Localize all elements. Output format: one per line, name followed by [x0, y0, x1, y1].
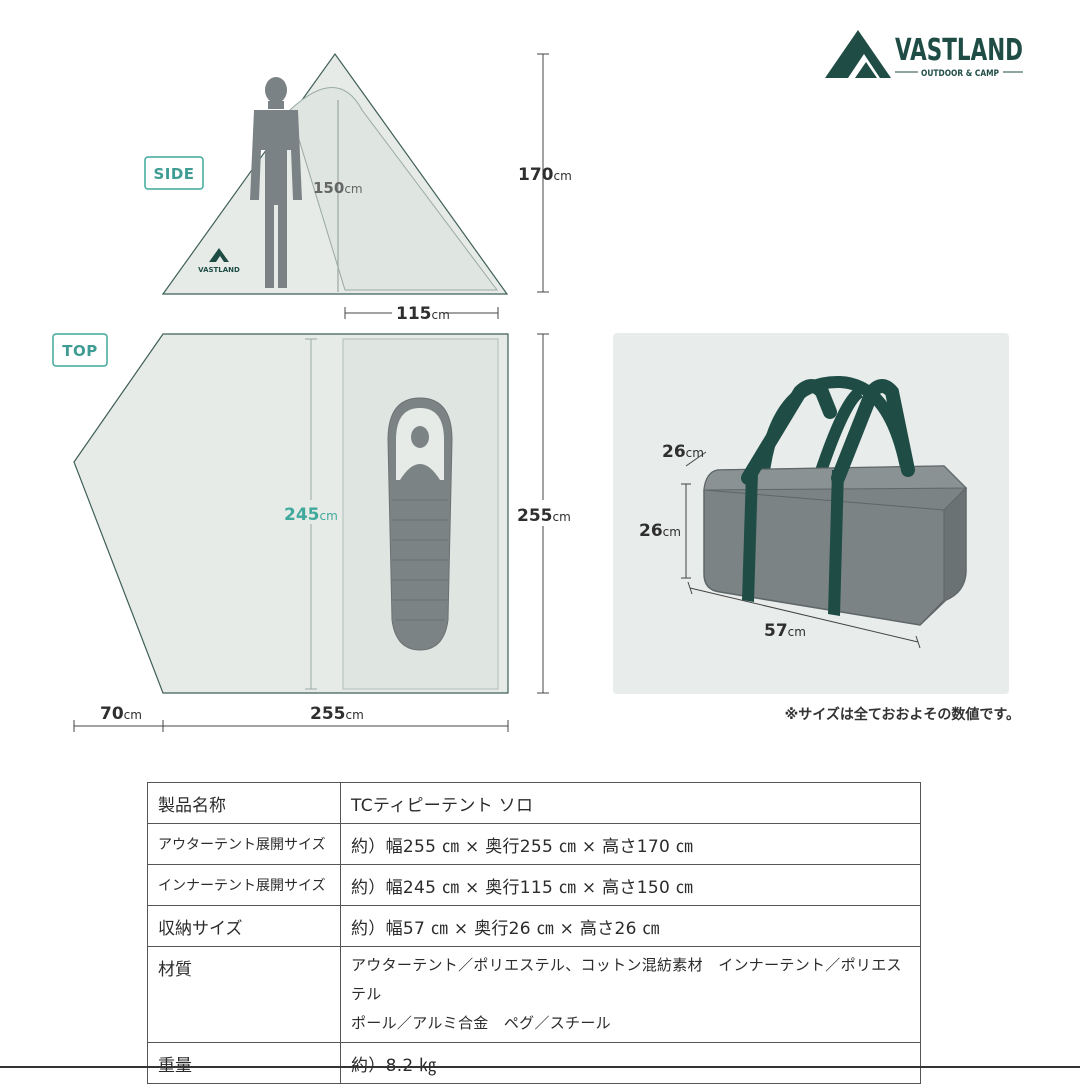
dim-person-height: 150cm — [313, 179, 363, 197]
spec-key: アウターテント展開サイズ — [147, 823, 341, 865]
dim-inner-depth: 245cm — [284, 505, 338, 525]
dim-bag-depth: 26cm — [662, 442, 704, 462]
top-tag-label: TOP — [62, 342, 97, 360]
top-view: TOP 245cm 255cm — [52, 333, 572, 732]
spec-value: 約）8.2 ㎏ — [340, 1042, 921, 1084]
brand-tagline: OUTDOOR & CAMP — [921, 69, 999, 79]
dim-side-width: 115cm — [396, 304, 450, 324]
spec-value: 約）幅245 ㎝ × 奥行115 ㎝ × 高さ150 ㎝ — [340, 864, 921, 906]
spec-table: 製品名称 TCティピーテント ソロ アウターテント展開サイズ 約）幅255 ㎝ … — [147, 782, 921, 1084]
tent-logo: VASTLAND — [198, 248, 240, 274]
vastland-logo: VASTLAND OUTDOOR & CAMP — [825, 30, 1023, 79]
logo-mountain-icon — [825, 30, 891, 78]
side-view: SIDE VASTLAND 150cm 170cm — [144, 52, 572, 324]
side-tag-label: SIDE — [153, 165, 194, 183]
table-row: 収納サイズ 約）幅57 ㎝ × 奥行26 ㎝ × 高さ26 ㎝ — [147, 905, 921, 947]
top-tag — [52, 333, 108, 367]
bottom-divider — [0, 1066, 1080, 1068]
spec-value: 約）幅255 ㎝ × 奥行255 ㎝ × 高さ170 ㎝ — [340, 823, 921, 865]
spec-value: 約）幅57 ㎝ × 奥行26 ㎝ × 高さ26 ㎝ — [340, 905, 921, 947]
table-row: 製品名称 TCティピーテント ソロ — [147, 782, 921, 824]
carry-bag-view: 26cm 26cm 57cm — [613, 333, 1009, 694]
spec-key: インナーテント展開サイズ — [147, 864, 341, 906]
dim-vestibule: 70cm — [100, 704, 142, 724]
table-row: インナーテント展開サイズ 約）幅245 ㎝ × 奥行115 ㎝ × 高さ150 … — [147, 864, 921, 906]
spec-value: アウターテント／ポリエステル、コットン混紡素材 インナーテント／ポリエステル ポ… — [340, 946, 921, 1043]
tent-dimension-diagram: VASTLAND OUTDOOR & CAMP SIDE VASTLAND 15… — [52, 30, 1023, 732]
dim-bag-width: 57cm — [764, 621, 806, 641]
spec-value-line: ポール／アルミ合金 ペグ／スチール — [351, 1014, 611, 1032]
dim-top-width: 255cm — [310, 704, 364, 724]
table-row: アウターテント展開サイズ 約）幅255 ㎝ × 奥行255 ㎝ × 高さ170 … — [147, 823, 921, 865]
dim-side-height: 170cm — [518, 165, 572, 185]
spec-key: 重量 — [147, 1042, 341, 1084]
side-inner-tent — [289, 87, 498, 291]
sleeping-bag-icon — [387, 397, 453, 651]
brand-name: VASTLAND — [895, 33, 1023, 68]
approximate-size-note: ※サイズは全ておおよその数値です。 — [784, 707, 1020, 723]
spec-value: TCティピーテント ソロ — [340, 782, 921, 824]
spec-key: 収納サイズ — [147, 905, 341, 947]
side-tag — [144, 156, 204, 190]
dim-line-bag-depth — [685, 451, 707, 467]
table-row: 材質 アウターテント／ポリエステル、コットン混紡素材 インナーテント／ポリエステ… — [147, 946, 921, 1043]
person-icon — [250, 77, 302, 288]
carry-bag-icon — [703, 379, 968, 626]
spec-key: 製品名称 — [147, 782, 341, 824]
dim-top-depth: 255cm — [517, 506, 571, 526]
spec-value-line: アウターテント／ポリエステル、コットン混紡素材 インナーテント／ポリエステル — [351, 956, 902, 1003]
spec-key: 材質 — [147, 946, 341, 1043]
table-row: 重量 約）8.2 ㎏ — [147, 1042, 921, 1084]
svg-text:VASTLAND: VASTLAND — [198, 266, 240, 274]
dim-line-bag-width — [689, 587, 919, 643]
dim-bag-height: 26cm — [639, 521, 681, 541]
